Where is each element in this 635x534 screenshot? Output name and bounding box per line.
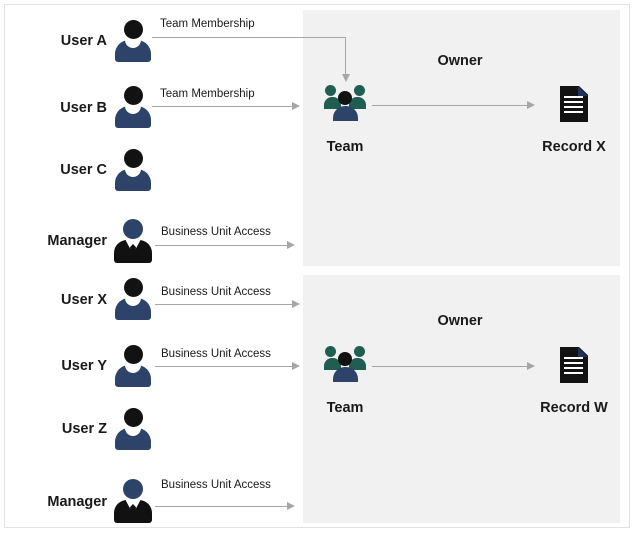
person-head bbox=[123, 20, 143, 39]
team-side-body-left bbox=[324, 97, 341, 109]
manager-tie bbox=[130, 504, 136, 519]
team-side-head-right bbox=[354, 346, 365, 357]
edge-label-manager-bottom-business-unit-access: Business Unit Access bbox=[161, 479, 271, 491]
connector-user-a-arrowhead bbox=[341, 74, 350, 82]
person-neck-notch bbox=[125, 39, 141, 48]
person-icon-user-c bbox=[114, 149, 152, 191]
person-head bbox=[123, 86, 143, 105]
owner-label-top: Owner bbox=[437, 53, 483, 69]
person-icon-user-x bbox=[114, 278, 152, 320]
manager-tie bbox=[130, 244, 136, 259]
person-body bbox=[115, 106, 151, 128]
connector-user-x-line bbox=[155, 304, 292, 305]
connector-manager-top-arrowhead bbox=[287, 241, 295, 249]
connector-user-b-line bbox=[152, 106, 292, 107]
connector-user-a-vertical bbox=[345, 37, 346, 74]
record-icon-w bbox=[560, 347, 588, 383]
owner-panel-bottom bbox=[303, 275, 620, 523]
person-icon-user-y bbox=[114, 345, 152, 387]
edge-label-user-a-team-membership: Team Membership bbox=[160, 18, 255, 30]
record-rule bbox=[564, 367, 583, 369]
team-icon-bottom bbox=[324, 346, 366, 382]
node-label-record-w: Record W bbox=[540, 400, 608, 416]
team-icon-top bbox=[324, 85, 366, 121]
team-side-body-right bbox=[349, 97, 366, 109]
person-neck-notch bbox=[125, 427, 141, 436]
person-neck-notch bbox=[125, 105, 141, 114]
actor-label-user-c: User C bbox=[60, 162, 107, 178]
actor-label-manager-bottom: Manager bbox=[47, 494, 107, 510]
record-rule bbox=[564, 111, 583, 113]
connector-team-record-w-arrowhead bbox=[527, 362, 535, 370]
record-fold-corner bbox=[578, 86, 588, 96]
person-icon-user-b bbox=[114, 86, 152, 128]
person-neck-notch bbox=[125, 364, 141, 373]
person-body bbox=[115, 298, 151, 320]
connector-team-record-x-line bbox=[372, 105, 527, 106]
record-rule bbox=[564, 101, 583, 103]
actor-label-user-y: User Y bbox=[61, 358, 107, 374]
record-fold-corner bbox=[578, 347, 588, 357]
team-front-body bbox=[332, 106, 358, 121]
connector-user-a-horizontal bbox=[152, 37, 345, 38]
node-label-record-x: Record X bbox=[542, 139, 606, 155]
actor-label-user-x: User X bbox=[61, 292, 107, 308]
team-side-head-left bbox=[325, 346, 336, 357]
team-side-head-left bbox=[325, 85, 336, 96]
connector-user-y-arrowhead bbox=[292, 362, 300, 370]
record-rule bbox=[564, 372, 583, 374]
person-body bbox=[115, 365, 151, 387]
edge-label-manager-top-business-unit-access: Business Unit Access bbox=[161, 226, 271, 238]
person-neck-notch bbox=[125, 297, 141, 306]
record-rule bbox=[564, 96, 583, 98]
manager-head bbox=[123, 479, 143, 499]
connector-user-b-arrowhead bbox=[292, 102, 300, 110]
owner-panel-top bbox=[303, 10, 620, 266]
manager-icon-top bbox=[113, 219, 153, 263]
connector-manager-bottom-line bbox=[155, 506, 287, 507]
record-sheet bbox=[560, 86, 588, 122]
person-head bbox=[123, 278, 143, 297]
actor-label-user-z: User Z bbox=[61, 421, 107, 437]
connector-team-record-x-arrowhead bbox=[527, 101, 535, 109]
connector-user-x-arrowhead bbox=[292, 300, 300, 308]
person-head bbox=[123, 408, 143, 427]
team-front-head bbox=[338, 352, 352, 366]
record-rule bbox=[564, 106, 583, 108]
edge-label-user-b-team-membership: Team Membership bbox=[160, 88, 255, 100]
person-icon-user-a bbox=[114, 20, 152, 62]
record-rule bbox=[564, 362, 583, 364]
manager-icon-bottom bbox=[113, 479, 153, 523]
team-front-head bbox=[338, 91, 352, 105]
person-head bbox=[123, 149, 143, 168]
node-label-team-top: Team bbox=[326, 139, 364, 155]
team-side-head-right bbox=[354, 85, 365, 96]
actor-label-user-b: User B bbox=[60, 100, 107, 116]
actor-label-manager-top: Manager bbox=[47, 233, 107, 249]
actor-label-user-a: User A bbox=[60, 33, 107, 49]
connector-manager-bottom-arrowhead bbox=[287, 502, 295, 510]
person-head bbox=[123, 345, 143, 364]
record-icon-x bbox=[560, 86, 588, 122]
edge-label-user-x-business-unit-access: Business Unit Access bbox=[161, 286, 271, 298]
person-body bbox=[115, 428, 151, 450]
record-rule bbox=[564, 357, 583, 359]
person-body bbox=[115, 40, 151, 62]
team-front-body bbox=[332, 367, 358, 382]
connector-user-y-line bbox=[155, 366, 292, 367]
person-body bbox=[115, 169, 151, 191]
connector-team-record-w-line bbox=[372, 366, 527, 367]
owner-label-bottom: Owner bbox=[437, 313, 483, 329]
connector-manager-top-line bbox=[155, 245, 287, 246]
person-icon-user-z bbox=[114, 408, 152, 450]
team-side-body-left bbox=[324, 358, 341, 370]
edge-label-user-y-business-unit-access: Business Unit Access bbox=[161, 348, 271, 360]
team-side-body-right bbox=[349, 358, 366, 370]
person-neck-notch bbox=[125, 168, 141, 177]
manager-head bbox=[123, 219, 143, 239]
node-label-team-bottom: Team bbox=[326, 400, 364, 416]
record-sheet bbox=[560, 347, 588, 383]
